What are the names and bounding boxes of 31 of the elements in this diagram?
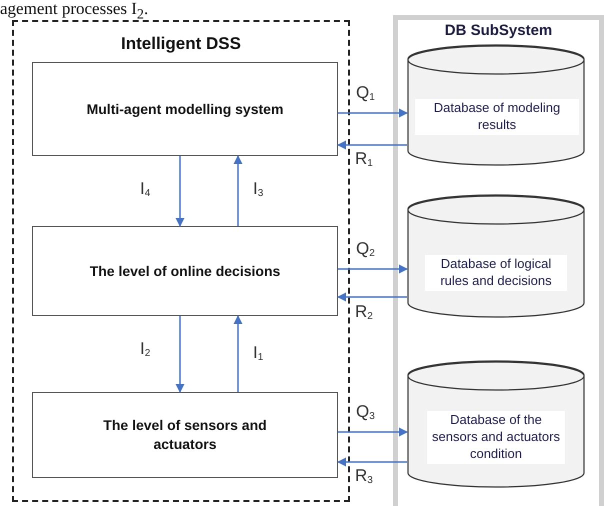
edge-label: I$_{1}$: [253, 344, 264, 363]
edge-label: R$_{3}$: [355, 467, 373, 486]
edge-label: I$_{3}$: [253, 180, 264, 199]
process-box: The level of online decisions: [32, 226, 338, 316]
group-title: DB SubSystem: [444, 22, 552, 39]
edge-label: Q$_{2}$: [356, 240, 375, 259]
arrow: [338, 108, 408, 118]
edge-label: R$_{1}$: [355, 150, 373, 169]
arrow: [337, 458, 407, 466]
process-box: Multi-agent modelling system: [32, 62, 338, 156]
group-title: Intelligent DSS: [121, 34, 241, 54]
edge-label: I$_{2}$: [140, 340, 150, 359]
edge-label: Q$_{3}$: [356, 403, 375, 422]
cut-off-text: agement processes I$_{2}$.: [0, 0, 148, 24]
arrow: [234, 155, 242, 226]
arrow: [338, 264, 408, 274]
database-cylinder: Database of the sensors and actuators condition: [407, 361, 585, 487]
edge-label: I$_{4}$: [140, 180, 150, 199]
arrow: [337, 292, 407, 302]
arrow: [337, 140, 407, 150]
arrow: [176, 316, 184, 393]
system-boundary: [12, 20, 350, 502]
arrow: [234, 315, 242, 392]
edge-label: R$_{2}$: [355, 303, 373, 322]
process-box: The level of sensors and actuators: [32, 392, 338, 478]
database-cylinder: Database of logical rules and decisions: [407, 195, 585, 317]
subsystem-panel: [393, 15, 604, 506]
edge-label: Q$_{1}$: [356, 84, 375, 103]
database-cylinder: Database of modeling results: [407, 45, 585, 165]
arrow: [176, 156, 184, 227]
arrow: [338, 428, 408, 436]
